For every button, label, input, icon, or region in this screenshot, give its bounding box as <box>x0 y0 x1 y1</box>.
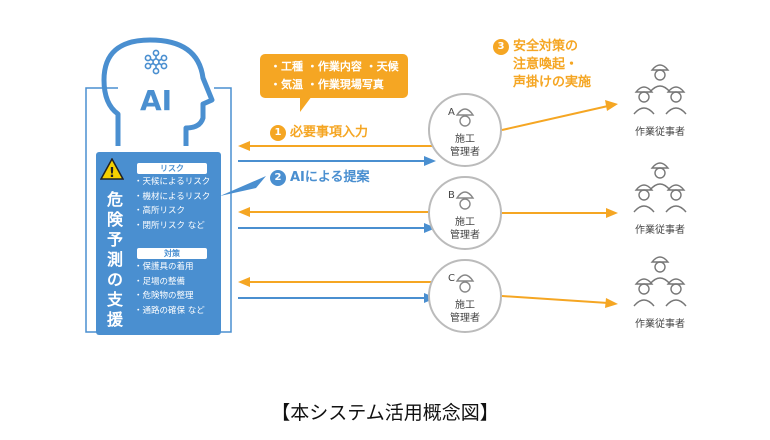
risk-list: ・天候によるリスク ・機材によるリスク ・高所リスク ・閉所リスク など <box>134 175 210 233</box>
manager-b-letter: B <box>448 190 455 201</box>
arrows-manager-a <box>238 141 436 166</box>
risk-header: リスク <box>137 163 207 174</box>
network-icon <box>144 49 168 75</box>
step-2-label: 2 AIによる提案 <box>270 166 370 186</box>
manager-c-line-1: 施工 <box>455 300 475 311</box>
manager-c-line-2: 管理者 <box>450 313 480 324</box>
risk-prediction-panel <box>96 152 221 335</box>
ai-label: AI <box>140 84 172 117</box>
risk-prediction-title: 危険予測の支援 <box>106 190 123 329</box>
manager-helmet-icon <box>455 108 475 293</box>
step-3-line-3: 声掛けの実施 <box>513 75 592 90</box>
step-2-text: AIによる提案 <box>290 170 370 185</box>
worker-label-1: 作業従事者 <box>635 127 685 138</box>
manager-a-circle <box>428 93 502 167</box>
arrows-manager-b <box>238 207 436 233</box>
measure-header: 対策 <box>137 248 207 259</box>
list-item: ・足場の整備 <box>134 276 186 287</box>
step-3-line-1: 安全対策の <box>513 39 579 54</box>
ai-head-icon <box>101 37 215 146</box>
step-1-badge: 1 <box>270 125 286 141</box>
manager-b-circle <box>428 176 502 250</box>
arrows-manager-c <box>238 277 436 303</box>
step-1-text: 必要事項入力 <box>290 125 369 140</box>
manager-c-letter: C <box>448 273 455 284</box>
list-item: ・通路の確保 など <box>134 305 205 316</box>
manager-a-label: 施工 管理者 <box>435 133 495 159</box>
list-item: ・天候によるリスク <box>134 177 211 187</box>
worker-label-3: 作業従事者 <box>635 319 685 330</box>
manager-a-letter: A <box>448 107 455 118</box>
measure-list: ・保護具の着用 ・足場の整備 ・危険物の整理 ・通路の確保 など <box>134 260 205 318</box>
manager-b-line-2: 管理者 <box>450 230 480 241</box>
svg-text:!: ! <box>109 166 115 180</box>
bubble-line-2: ・気温 ・作業現場写真 <box>270 78 384 91</box>
list-item: ・危険物の整理 <box>134 291 194 301</box>
panel-tail <box>220 176 266 196</box>
step-2-badge: 2 <box>270 170 286 186</box>
step-1-label: 1 必要事項入力 <box>270 121 368 141</box>
manager-b-label: 施工 管理者 <box>435 216 495 242</box>
step-3-line-2: 注意喚起・ <box>513 57 579 72</box>
list-item: ・高所リスク <box>134 206 186 216</box>
input-items-bubble: ・工種 ・作業内容 ・天候 ・気温 ・作業現場写真 <box>260 54 408 98</box>
manager-c-circle <box>428 259 502 333</box>
step-3-label: 3 安全対策の 注意喚起・ 声掛けの実施 <box>493 38 591 92</box>
diagram-caption: 【本システム活用概念図】 <box>271 402 499 424</box>
arrowheads-to-workers <box>605 100 618 308</box>
step-3-badge: 3 <box>493 39 509 55</box>
worker-group-icon <box>633 64 687 307</box>
manager-c-label: 施工 管理者 <box>435 299 495 325</box>
list-item: ・閉所リスク など <box>134 220 205 231</box>
bubble-tail <box>300 96 312 112</box>
list-item: ・保護具の着用 <box>134 262 194 272</box>
arrows-to-workers <box>501 105 609 304</box>
manager-a-line-2: 管理者 <box>450 147 480 158</box>
manager-b-line-1: 施工 <box>455 217 475 228</box>
list-item: ・機材によるリスク <box>134 191 211 202</box>
worker-label-2: 作業従事者 <box>635 225 685 236</box>
warning-icon: ! <box>100 158 124 180</box>
manager-a-line-1: 施工 <box>455 134 475 145</box>
bubble-line-1: ・工種 ・作業内容 ・天候 <box>270 60 399 73</box>
